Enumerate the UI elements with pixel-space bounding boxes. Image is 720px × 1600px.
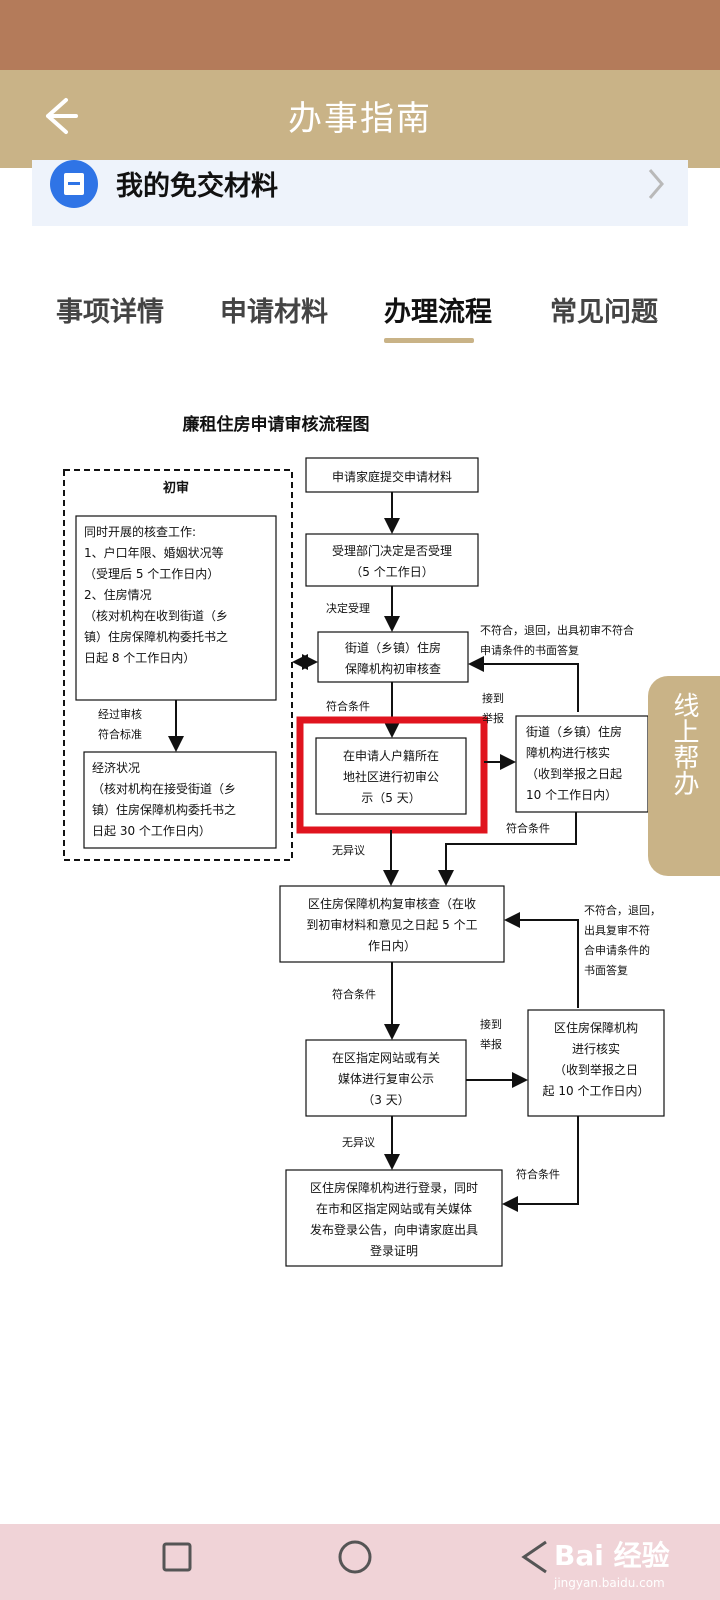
accept-box bbox=[305, 533, 479, 587]
document-icon bbox=[50, 160, 98, 208]
verify2-line-0: 区住房保障机构 bbox=[554, 1020, 638, 1035]
publicize1-line-0: 在申请人户籍所在 bbox=[343, 748, 439, 763]
reject2-line-0: 不符合，退回， bbox=[584, 903, 661, 917]
reject2-line-2: 合申请条件的 bbox=[584, 943, 650, 957]
group-label: 初审 bbox=[163, 480, 189, 496]
system-nav-bar bbox=[0, 1524, 720, 1600]
verify2-line-2: （收到举报之日 bbox=[554, 1062, 638, 1077]
publicize1-line-1: 地社区进行初审公 bbox=[343, 769, 439, 784]
economic-line-3: 日起 30 个工作日内） bbox=[92, 824, 211, 838]
label-decide-accept: 决定受理 bbox=[326, 601, 370, 615]
label-meet-2: 符合条件 bbox=[506, 821, 550, 835]
label-meet-1: 符合条件 bbox=[326, 699, 370, 713]
street-review-box bbox=[317, 631, 469, 683]
label-meet-4: 符合条件 bbox=[516, 1167, 560, 1181]
street-review-line-1: 保障机构初审核查 bbox=[345, 661, 441, 676]
status-bar bbox=[0, 0, 720, 70]
publicize1-box bbox=[315, 737, 467, 815]
reject2-line-3: 书面答复 bbox=[584, 963, 628, 977]
tab-bar: 事项详情 申请材料 办理流程 常见问题 bbox=[0, 290, 720, 350]
parallel-line-3: （核对机构在收到街道（乡 bbox=[84, 608, 228, 623]
reject1-line-1: 申请条件的书面答复 bbox=[480, 643, 579, 657]
street-review-line-0: 街道（乡镇）住房 bbox=[345, 640, 441, 655]
parallel-line-0: 1、户口年限、婚姻状况等 bbox=[84, 545, 224, 560]
publicize2-box bbox=[305, 1039, 467, 1117]
district-review-line-0: 区住房保障机构复审核查（在收 bbox=[308, 896, 476, 911]
reject1-line-0: 不符合，退回，出具初审不符合 bbox=[480, 623, 634, 637]
verify1-box bbox=[515, 715, 649, 813]
parallel-check-title: 同时开展的核查工作: bbox=[84, 524, 196, 539]
label-meet-standard: 符合标准 bbox=[98, 727, 142, 741]
recent-apps-icon[interactable] bbox=[160, 1540, 194, 1574]
report2-line-1: 举报 bbox=[480, 1037, 502, 1051]
tab-item-details[interactable]: 事项详情 bbox=[56, 297, 164, 328]
flowchart-title: 廉租住房申请审核流程图 bbox=[183, 414, 370, 435]
parallel-line-4: 镇）住房保障机构委托书之 bbox=[84, 629, 228, 644]
parallel-line-5: 日起 8 个工作日内） bbox=[84, 651, 195, 665]
accept-line-0: 受理部门决定是否受理 bbox=[332, 543, 452, 558]
online-help-label: 线上帮办 bbox=[648, 692, 720, 796]
verify1-line-0: 街道（乡镇）住房 bbox=[526, 724, 622, 739]
economic-check-box bbox=[83, 751, 277, 849]
report1-line-0: 接到 bbox=[482, 692, 504, 705]
reject2-line-1: 出具复审不符 bbox=[584, 923, 650, 937]
watermark-logo-text: Bai 经验 bbox=[554, 1539, 670, 1572]
register-line-2: 发布登录公告，向申请家庭出具 bbox=[310, 1222, 478, 1237]
parallel-line-2: 2、住房情况 bbox=[84, 587, 152, 602]
register-line-3: 登录证明 bbox=[370, 1243, 418, 1258]
publicize2-line-1: 媒体进行复审公示 bbox=[338, 1071, 434, 1086]
verify2-line-3: 起 10 个工作日内） bbox=[543, 1084, 650, 1098]
economic-line-2: 镇）住房保障机构委托书之 bbox=[92, 802, 236, 817]
chevron-right-icon bbox=[648, 169, 664, 199]
back-nav-icon[interactable] bbox=[518, 1538, 552, 1576]
parallel-line-1: （受理后 5 个工作日内） bbox=[84, 567, 219, 581]
submit-text: 申请家庭提交申请材料 bbox=[332, 469, 452, 484]
economic-line-0: 经济状况 bbox=[92, 760, 140, 775]
tab-process-flow[interactable]: 办理流程 bbox=[384, 297, 492, 328]
label-no-objection-2: 无异议 bbox=[342, 1136, 375, 1149]
home-icon[interactable] bbox=[336, 1538, 374, 1576]
exempt-materials-card[interactable]: 我的免交材料 bbox=[32, 160, 688, 226]
publicize1-line-2: 示（5 天） bbox=[361, 791, 420, 805]
register-line-1: 在市和区指定网站或有关媒体 bbox=[316, 1201, 472, 1216]
online-help-text: 线上帮办 bbox=[669, 692, 699, 796]
watermark-url: jingyan.baidu.com bbox=[554, 1576, 665, 1590]
district-review-box bbox=[279, 885, 505, 963]
exempt-materials-label: 我的免交材料 bbox=[116, 171, 278, 202]
report1-line-1: 举报 bbox=[482, 711, 504, 725]
publicize2-line-2: （3 天） bbox=[362, 1093, 409, 1107]
title-bar: 办事指南 bbox=[0, 70, 720, 168]
district-review-line-2: 作日内） bbox=[368, 939, 416, 953]
tab-faq[interactable]: 常见问题 bbox=[550, 297, 658, 328]
accept-line-1: （5 个工作日） bbox=[350, 565, 433, 579]
active-tab-indicator bbox=[384, 338, 474, 343]
tab-application-materials[interactable]: 申请材料 bbox=[220, 297, 328, 328]
online-help-button[interactable]: 线上帮办 bbox=[648, 676, 720, 876]
parallel-check-box bbox=[75, 515, 277, 701]
label-no-objection-1: 无异议 bbox=[332, 844, 365, 857]
back-arrow-icon[interactable] bbox=[36, 94, 80, 138]
verify2-line-1: 进行核实 bbox=[572, 1041, 620, 1056]
verify1-line-3: 10 个工作日内） bbox=[526, 788, 617, 802]
label-meet-3: 符合条件 bbox=[332, 987, 376, 1001]
economic-line-1: （核对机构在接受街道（乡 bbox=[92, 781, 236, 796]
watermark: Bai 经验 jingyan.baidu.com bbox=[548, 1524, 718, 1600]
verify1-line-2: （收到举报之日起 bbox=[526, 766, 622, 781]
label-pass-review: 经过审核 bbox=[98, 707, 142, 721]
district-review-line-1: 到初审材料和意见之日起 5 个工 bbox=[306, 917, 477, 932]
verify2-box bbox=[527, 1009, 665, 1117]
register-box bbox=[285, 1169, 503, 1267]
publicize2-line-0: 在区指定网站或有关 bbox=[332, 1050, 440, 1065]
report2-line-0: 接到 bbox=[480, 1018, 502, 1031]
page-title: 办事指南 bbox=[288, 99, 432, 139]
flowchart: 廉租住房申请审核流程图 初审 同时开展的核查工作: 1、户口年限、婚姻状况等 （… bbox=[63, 414, 665, 1267]
verify1-line-1: 障机构进行核实 bbox=[526, 745, 610, 760]
register-line-0: 区住房保障机构进行登录，同时 bbox=[310, 1180, 478, 1195]
